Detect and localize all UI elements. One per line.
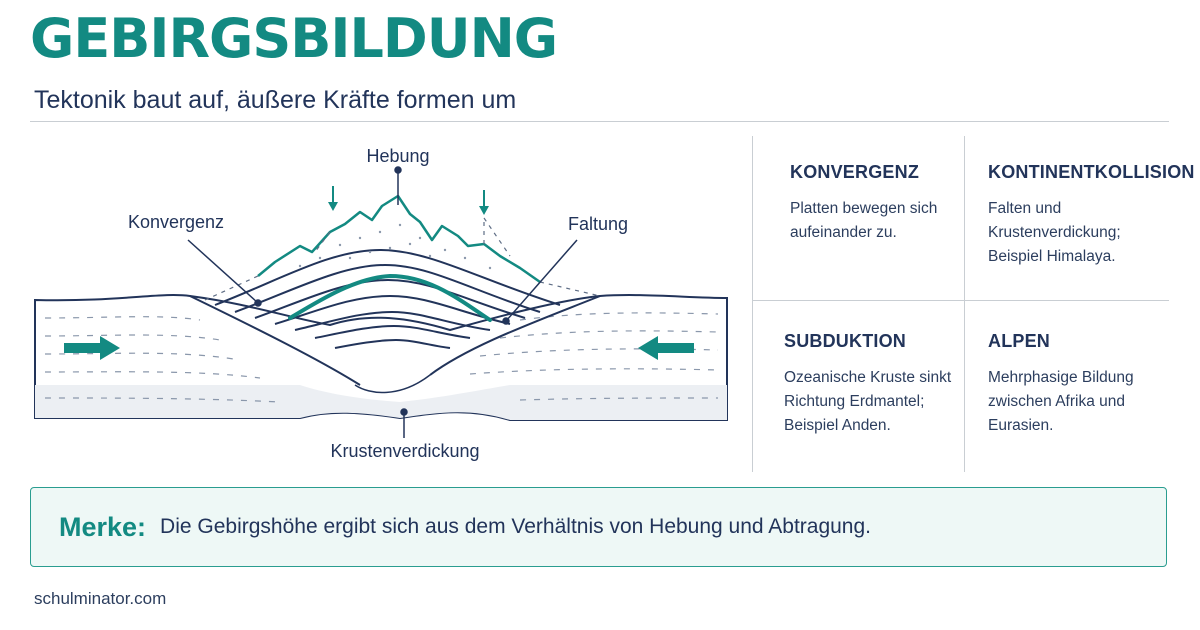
page-title: GEBIRGSBILDUNG [30,7,558,70]
card-konvergenz: KONVERGENZ Platten bewegen sich aufeinan… [790,162,937,245]
header-divider [30,121,1169,122]
label-faltung: Faltung [568,214,628,234]
folded-layers [214,248,561,349]
erosion-arrow-icon [479,190,489,215]
label-konvergenz: Konvergenz [128,212,224,232]
mountain-ridge [257,194,541,284]
card-text: Ozeanische Kruste sinkt Richtung Erdmant… [784,369,952,434]
card-text: Platten bewegen sich aufeinander zu. [790,200,938,241]
card-subduktion: SUBDUKTION Ozeanische Kruste sinkt Richt… [784,331,951,438]
merke-label: Merke: [59,511,147,542]
card-text: Falten und Krustenverdickung; Beispiel H… [988,200,1121,265]
slope-dashes [204,217,601,301]
mountain-formation-diagram: Hebung Konvergenz Faltung Krustenverdick… [34,146,728,461]
card-alpen: ALPEN Mehrphasige Bildung zwischen Afrik… [988,331,1134,438]
leader-lines [187,166,578,438]
cards-divider-horizontal [752,300,1169,301]
cards-left-border [752,136,753,472]
footer-source: schulminator.com [34,589,167,608]
arrow-right-icon [64,336,120,360]
page-subtitle: Tektonik baut auf, äußere Kräfte formen … [34,86,517,114]
arrow-left-icon [638,336,694,360]
left-plate-fault [189,295,361,386]
merke-note: Merke: Die Gebirgshöhe ergibt sich aus d… [30,487,1167,567]
merke-text: Die Gebirgshöhe ergibt sich aus dem Verh… [160,515,872,538]
erosion-arrow-icon [328,186,338,211]
card-text: Mehrphasige Bildung zwischen Afrika und … [988,369,1134,434]
card-kontinentkollision: KONTINENTKOLLISION Falten und Krustenver… [988,162,1195,269]
left-block-texture [44,316,281,403]
cards-divider-vertical [964,136,965,472]
info-cards: KONVERGENZ Platten bewegen sich aufeinan… [752,136,1194,472]
card-title: KONVERGENZ [790,162,920,182]
lower-crust-band [35,385,727,420]
right-block-texture [469,312,719,401]
highlighted-fold [288,273,492,322]
label-krustenverdickung: Krustenverdickung [330,441,479,461]
label-hebung: Hebung [366,146,429,166]
card-title: ALPEN [988,331,1051,351]
right-plate-fault [429,295,601,376]
card-title: KONTINENTKOLLISION [988,162,1195,182]
mountain-texture [298,223,492,270]
card-title: SUBDUKTION [784,331,906,351]
suture-line [354,374,431,394]
